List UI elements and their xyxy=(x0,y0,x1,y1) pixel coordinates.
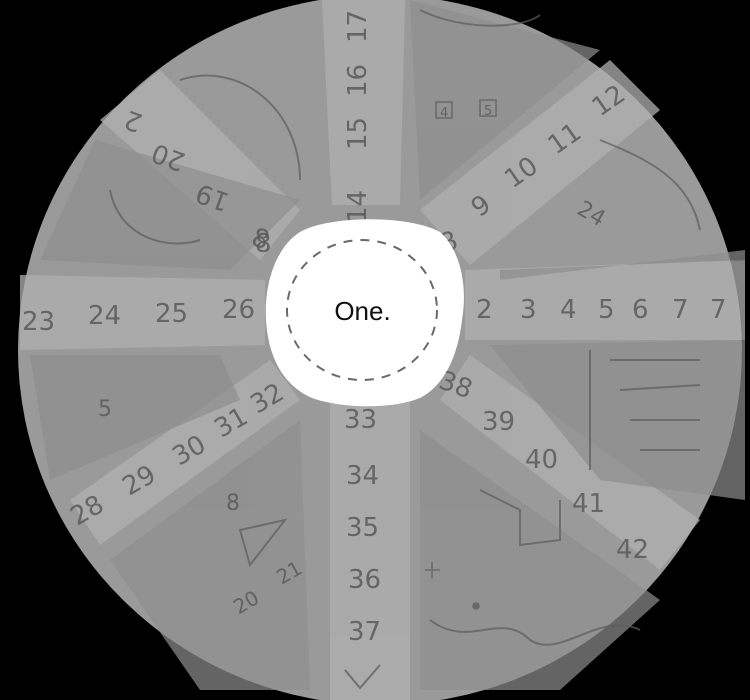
small-marks xyxy=(344,99,497,690)
number: 33 xyxy=(344,405,377,435)
number: 8 xyxy=(226,491,240,516)
numbers-right-arm: 2 3 4 5 6 7 7 xyxy=(476,295,727,325)
numbers-bottom-arm: 33 34 35 36 37 xyxy=(344,405,381,647)
number: 34 xyxy=(346,461,379,491)
number: 15 xyxy=(343,117,373,150)
number: 5 xyxy=(484,104,492,119)
number: 14 xyxy=(343,190,373,223)
number: 6 xyxy=(632,295,649,325)
center-label: One. xyxy=(334,296,391,326)
number: 7 xyxy=(710,295,727,325)
number: 3 xyxy=(520,295,537,325)
number: 4 xyxy=(560,295,577,325)
numbers-top-arm: 14 15 16 17 xyxy=(343,10,373,223)
number: 8 xyxy=(255,229,272,259)
number: 17 xyxy=(343,10,373,43)
number: 36 xyxy=(348,565,381,595)
dark-panels xyxy=(30,0,745,690)
number: 5 xyxy=(598,295,615,325)
number: 25 xyxy=(155,299,188,329)
number: 24 xyxy=(88,301,121,331)
number: 41 xyxy=(572,489,605,519)
pencil-sketches xyxy=(109,9,701,646)
number: 39 xyxy=(482,407,515,437)
hub-dashed-ring xyxy=(286,239,438,381)
number: 4 xyxy=(440,106,448,121)
number: 26 xyxy=(222,295,255,325)
number: 16 xyxy=(343,64,373,97)
number: 23 xyxy=(22,307,55,337)
numbers-left-arm: 23 24 25 26 xyxy=(22,295,255,337)
number: 7 xyxy=(672,295,689,325)
number: 5 xyxy=(98,397,112,422)
number: 2 xyxy=(476,295,493,325)
number: 40 xyxy=(525,445,558,475)
number: 35 xyxy=(346,513,379,543)
arm-bands xyxy=(20,0,745,700)
number: 42 xyxy=(616,535,649,565)
number: 37 xyxy=(348,617,381,647)
